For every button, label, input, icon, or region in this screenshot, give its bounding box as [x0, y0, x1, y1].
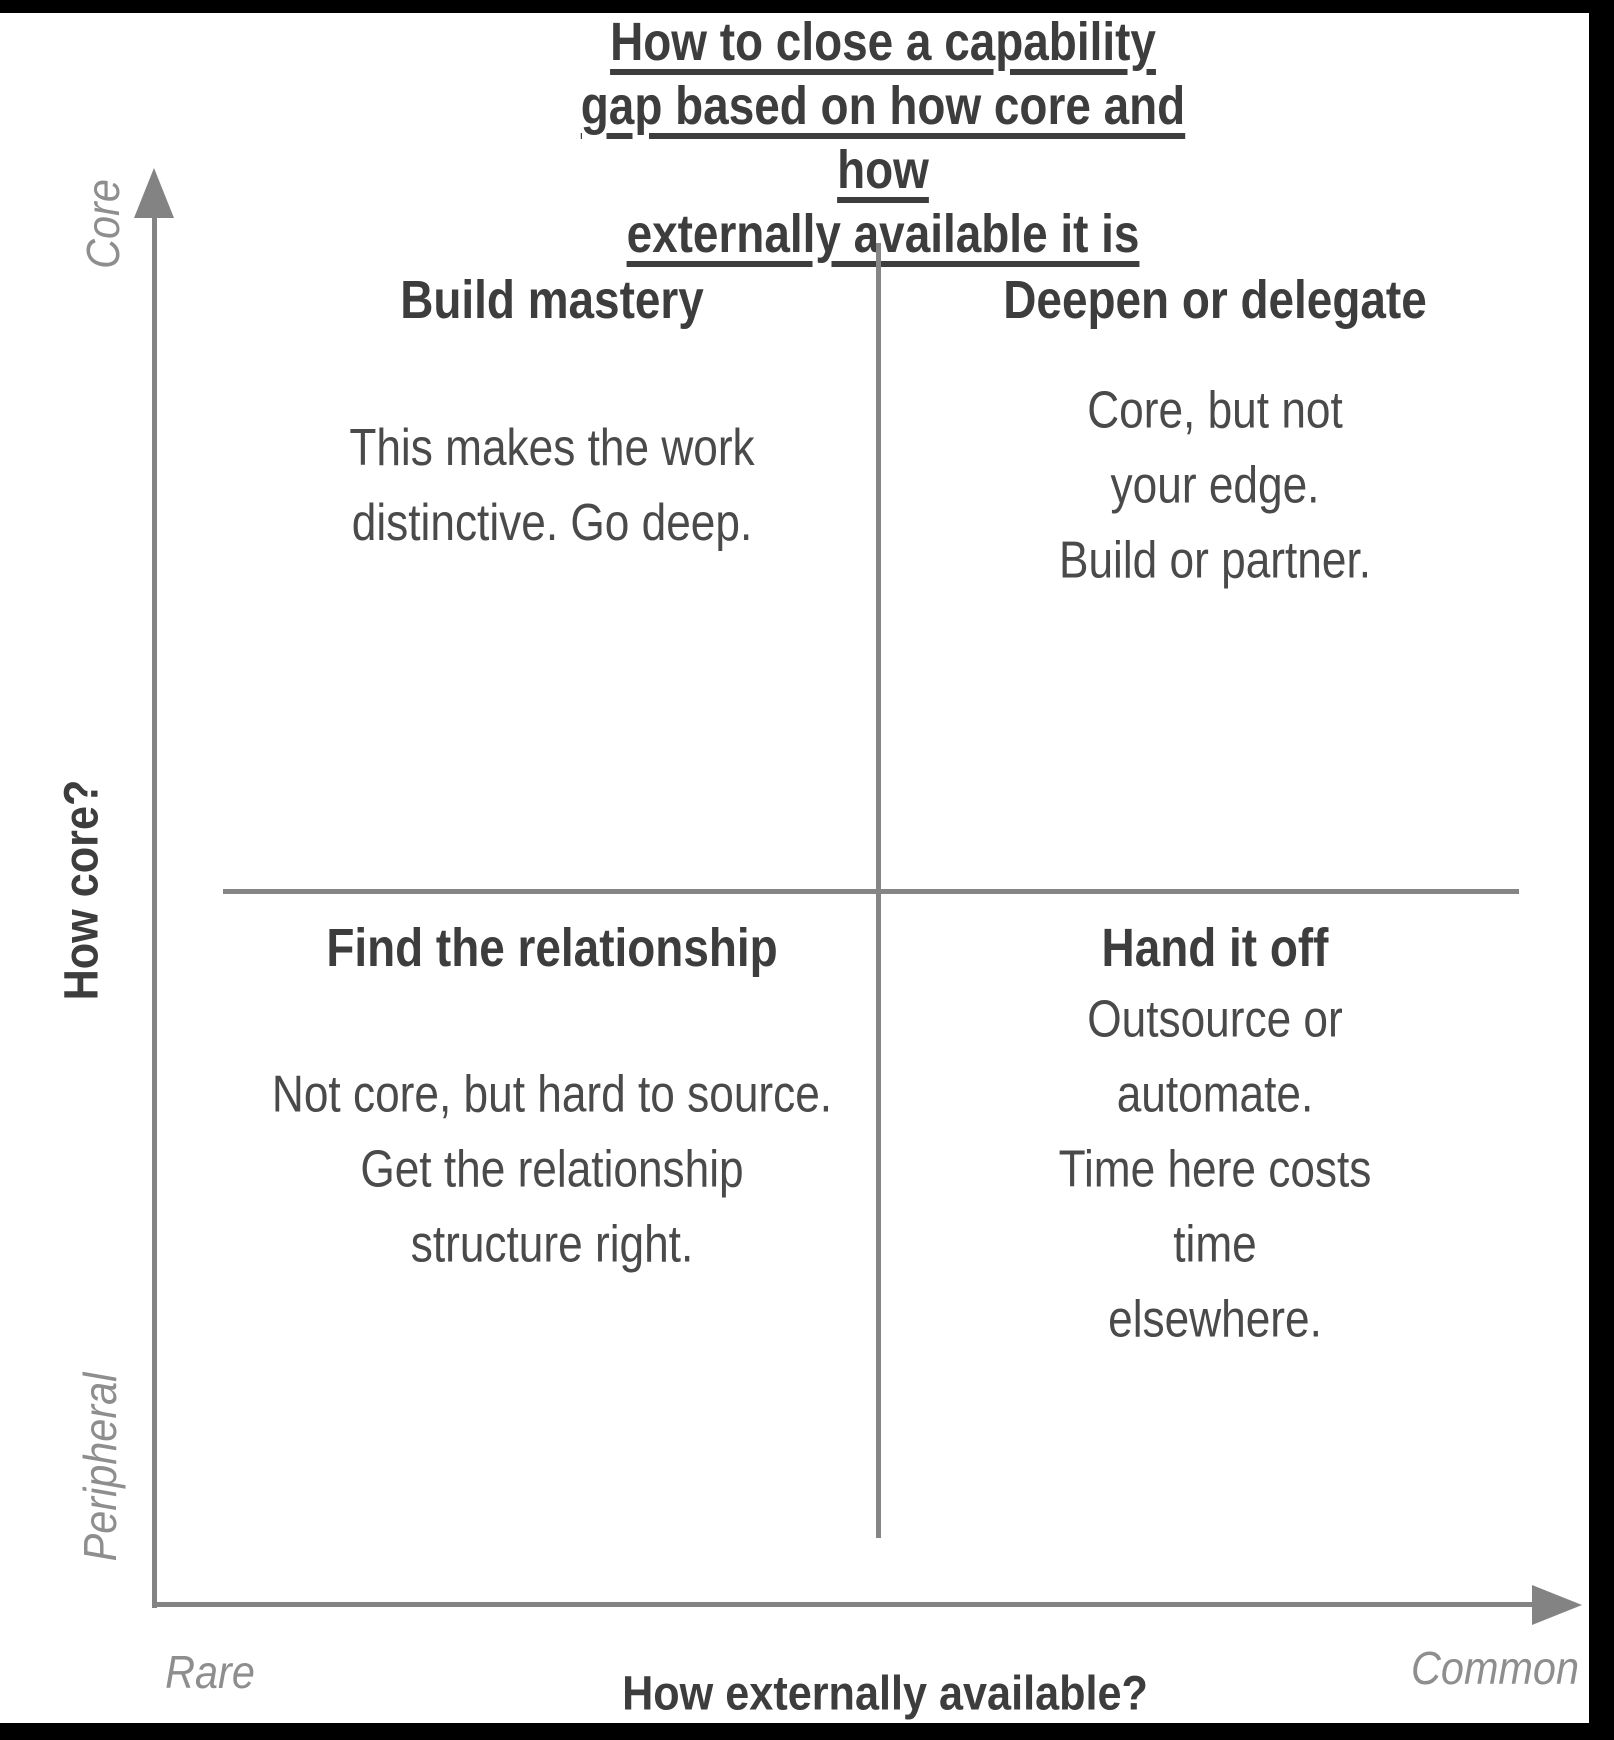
x-axis-right-label: Common — [1411, 1642, 1579, 1694]
frame-border-right — [1589, 0, 1614, 1740]
quadrant-divider-horizontal — [223, 889, 1519, 894]
quadrant-bottom-right-body: Outsource or automate. Time here costs t… — [1058, 990, 1372, 1349]
page-title: How to close a capability gap based on h… — [580, 12, 1186, 264]
frame-border-bottom — [0, 1723, 1614, 1740]
quadrant-bottom-left-body: Not core, but hard to source. Get the re… — [271, 1065, 833, 1274]
quadrant-top-left-body: This makes the work distinctive. Go deep… — [349, 419, 755, 552]
quadrant-bottom-left-heading: Find the relationship — [326, 918, 778, 978]
quadrant-top-right-heading: Deepen or delegate — [1003, 270, 1427, 330]
x-axis-line — [152, 1602, 1536, 1607]
quadrant-bottom-right-heading: Hand it off — [1101, 918, 1329, 978]
y-axis-line — [152, 205, 157, 1608]
arrow-right-icon — [1532, 1584, 1582, 1625]
arrow-up-icon — [134, 168, 174, 218]
quadrant-top-left-heading: Build mastery — [400, 270, 704, 330]
y-axis-question-label: How core? — [55, 779, 109, 1001]
y-axis-top-label: Core — [77, 179, 129, 269]
x-axis-question-label: How externally available? — [622, 1667, 1148, 1721]
y-axis-bottom-label: Peripheral — [74, 1372, 126, 1562]
quadrant-top-right-body: Core, but not your edge. Build or partne… — [1058, 381, 1372, 590]
x-axis-left-label: Rare — [165, 1646, 255, 1698]
frame-border-top — [0, 0, 1614, 13]
